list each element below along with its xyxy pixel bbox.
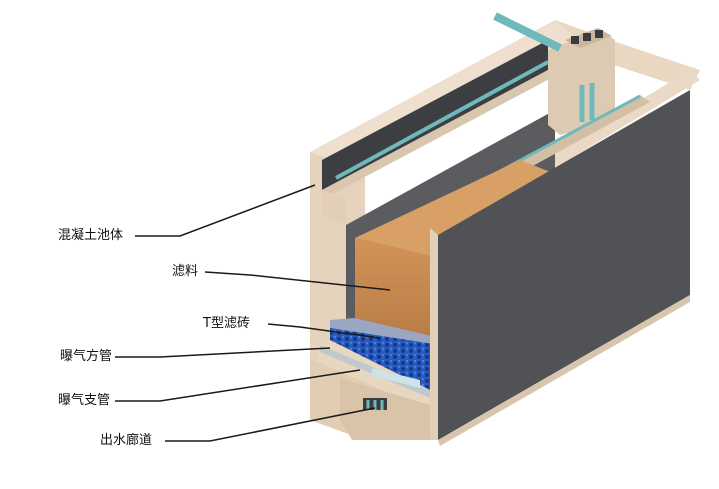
leader-concrete-tank: [135, 184, 316, 237]
label-filter-media: 滤料: [172, 264, 199, 279]
filter-media-top: [355, 160, 558, 258]
tank-bottom-ledge: [438, 295, 690, 446]
tower-port-3: [595, 30, 603, 38]
pipe-tower: [548, 30, 615, 135]
leader-aeration-main: [115, 347, 331, 358]
leader-aeration-branch: [115, 369, 361, 402]
left-trough-ledge: [322, 70, 555, 196]
tank-right-wall-edge: [430, 228, 438, 440]
label-outlet-gallery: 出水廊道: [100, 433, 153, 448]
left-trough-front: [322, 190, 346, 225]
label-aeration-branch-pipe: 曝气支管: [58, 393, 111, 408]
leader-t-brick: [267, 323, 381, 339]
tank-right-front-wall: [438, 90, 690, 440]
filter-media-front: [355, 238, 438, 338]
left-weir-pipe: [335, 60, 549, 180]
aeration-branch-pipe-bar: [372, 368, 420, 388]
label-concrete-tank: 混凝土池体: [58, 228, 124, 243]
t-brick-top: [330, 318, 440, 345]
tower-port-1: [571, 36, 579, 44]
leader-filter-media: [204, 271, 391, 291]
leader-outlet-gallery: [165, 407, 376, 442]
label-t-filter-brick: T型滤砖: [203, 316, 250, 331]
label-aeration-main-pipe: 曝气方管: [60, 349, 113, 364]
tower-port-2: [583, 33, 591, 41]
inlet-pipe-top: [493, 12, 562, 52]
